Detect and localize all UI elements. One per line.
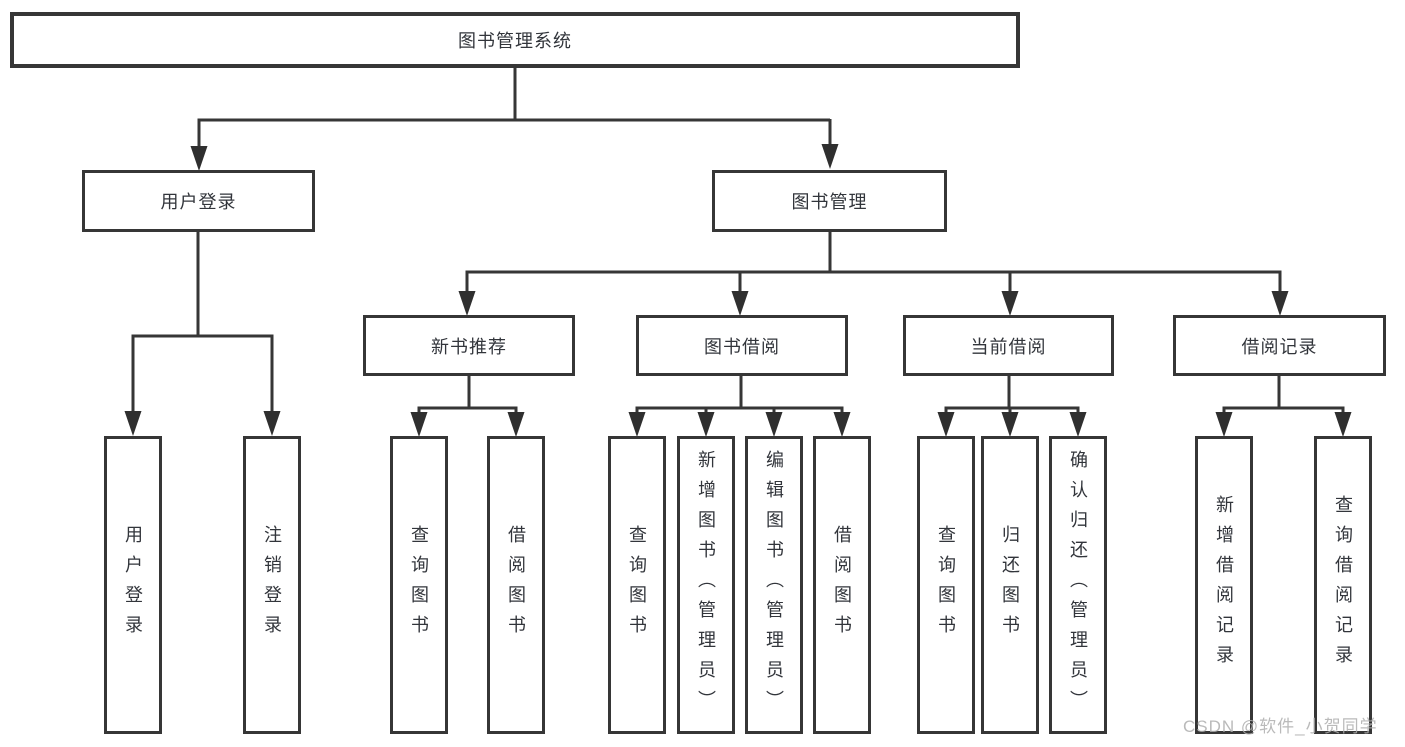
arrow-down-icon	[1271, 291, 1289, 316]
connector-new-book-recommend	[417, 374, 518, 415]
arrow-down-icon	[697, 412, 715, 437]
leaf-borrow-book: 借阅图书	[813, 436, 871, 734]
node-new-book-recommend-label: 新书推荐	[431, 336, 507, 357]
arrow-down-icon	[1001, 291, 1019, 316]
leaf-user-login: 用户登录	[104, 436, 162, 734]
node-root: 图书管理系统	[10, 12, 1020, 68]
connector-root	[197, 66, 832, 150]
leaf-query-borrow-record-label: 查询借阅记录	[1333, 495, 1353, 675]
leaf-add-book-admin-label: 新增图书（管理员）	[696, 450, 716, 720]
leaf-query-book-borrow-label: 查询图书	[627, 525, 647, 645]
connector-user-login	[131, 230, 274, 412]
node-new-book-recommend: 新书推荐	[363, 315, 575, 376]
node-book-borrow-label: 图书借阅	[704, 336, 780, 357]
arrow-down-icon	[507, 412, 525, 437]
arrowheads	[124, 144, 1352, 437]
node-book-management: 图书管理	[712, 170, 947, 232]
leaf-query-book-recommend-label: 查询图书	[409, 525, 429, 645]
leaf-edit-book-admin-label: 编辑图书（管理员）	[764, 450, 784, 720]
node-root-label: 图书管理系统	[458, 31, 572, 51]
leaf-query-book-borrow: 查询图书	[608, 436, 666, 734]
node-borrow-record-label: 借阅记录	[1241, 336, 1318, 357]
arrow-down-icon	[1215, 412, 1233, 437]
node-book-borrow: 图书借阅	[636, 315, 848, 376]
arrow-down-icon	[458, 291, 476, 316]
leaf-query-book-current-label: 查询图书	[936, 525, 956, 645]
leaf-borrow-book-recommend: 借阅图书	[487, 436, 545, 734]
connector-book-borrow	[635, 374, 844, 416]
node-current-borrow: 当前借阅	[903, 315, 1114, 376]
arrow-down-icon	[731, 291, 749, 316]
connector-book-management	[465, 230, 1282, 294]
arrow-down-icon	[1334, 412, 1352, 437]
leaf-borrow-book-recommend-label: 借阅图书	[506, 525, 526, 645]
csdn-watermark: CSDN @软件_小贺同学	[1183, 717, 1378, 736]
leaf-edit-book-admin: 编辑图书（管理员）	[745, 436, 803, 734]
node-user-login-label: 用户登录	[160, 192, 237, 212]
leaf-query-borrow-record: 查询借阅记录	[1314, 436, 1372, 734]
leaf-user-login-label: 用户登录	[123, 525, 143, 645]
leaf-query-book-recommend: 查询图书	[390, 436, 448, 734]
arrow-down-icon	[628, 412, 646, 437]
connector-borrow-record	[1222, 374, 1345, 413]
arrow-down-icon	[821, 144, 839, 169]
leaf-add-borrow-record-label: 新增借阅记录	[1214, 495, 1234, 675]
arrow-down-icon	[1001, 412, 1019, 437]
leaf-add-book-admin: 新增图书（管理员）	[677, 436, 735, 734]
arrow-down-icon	[410, 412, 428, 437]
arrow-down-icon	[190, 146, 208, 171]
node-current-borrow-label: 当前借阅	[970, 336, 1047, 357]
leaf-confirm-return-admin: 确认归还（管理员）	[1049, 436, 1107, 734]
leaf-confirm-return-admin-label: 确认归还（管理员）	[1068, 450, 1088, 720]
arrow-down-icon	[263, 411, 281, 436]
leaf-add-borrow-record: 新增借阅记录	[1195, 436, 1253, 734]
arrow-down-icon	[1069, 412, 1087, 437]
leaf-logout-label: 注销登录	[262, 525, 282, 645]
leaf-return-book: 归还图书	[981, 436, 1039, 734]
arrow-down-icon	[765, 412, 783, 437]
leaf-borrow-book-label: 借阅图书	[832, 525, 852, 645]
arrow-down-icon	[124, 411, 142, 436]
leaf-logout: 注销登录	[243, 436, 301, 734]
arrow-down-icon	[937, 412, 955, 437]
node-borrow-record: 借阅记录	[1173, 315, 1386, 376]
leaf-query-book-current: 查询图书	[917, 436, 975, 734]
leaf-return-book-label: 归还图书	[1000, 525, 1020, 645]
arrow-down-icon	[833, 412, 851, 437]
connector-current-borrow	[944, 374, 1080, 415]
node-user-login: 用户登录	[82, 170, 315, 232]
node-book-management-label: 图书管理	[791, 192, 868, 212]
